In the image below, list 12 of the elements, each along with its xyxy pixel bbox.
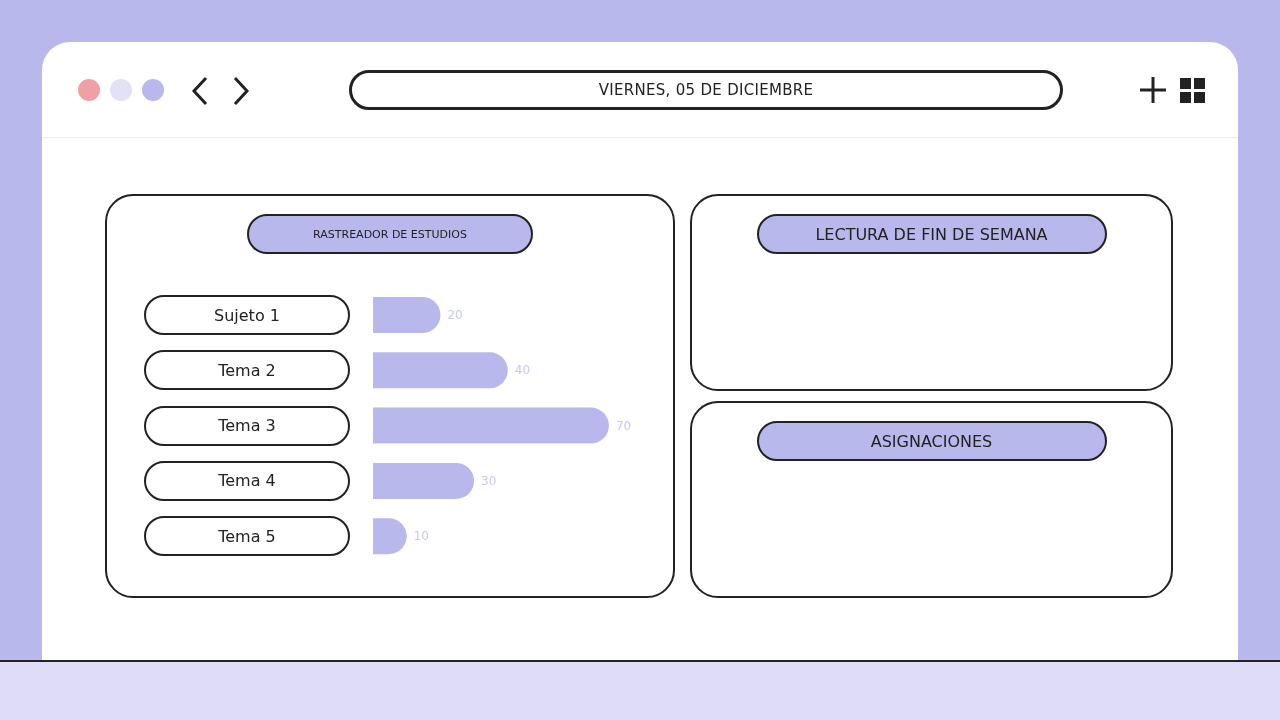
panel-card bbox=[690, 194, 1173, 391]
panel-card bbox=[105, 194, 675, 598]
category-label: Tema 4 bbox=[144, 460, 350, 501]
panel-card bbox=[690, 401, 1173, 598]
panel-heading: ASIGNACIONES bbox=[756, 421, 1107, 461]
category-label: Tema 5 bbox=[144, 516, 350, 557]
category-label: Sujeto 1 bbox=[144, 295, 350, 335]
address-bar: VIERNES, 05 DE DICIEMBRE bbox=[349, 70, 1063, 110]
panel-heading: RASTREADOR DE ESTUDIOS bbox=[247, 214, 533, 254]
category-label: Tema 2 bbox=[144, 350, 350, 391]
category-label: Tema 3 bbox=[144, 405, 350, 446]
panel-heading: LECTURA DE FIN DE SEMANA bbox=[756, 214, 1107, 254]
